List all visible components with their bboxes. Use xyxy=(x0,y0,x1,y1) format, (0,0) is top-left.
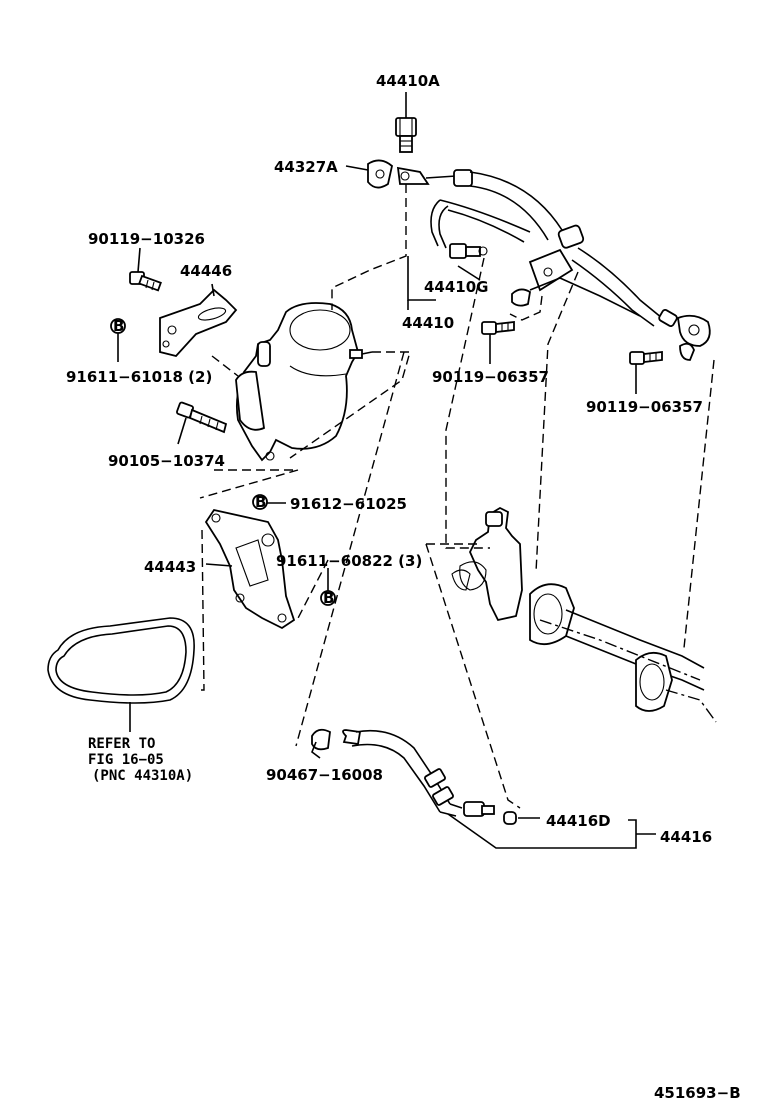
return-hose-44416 xyxy=(342,729,656,849)
nut-marker-91612-61025: B xyxy=(252,493,286,511)
steering-gear-rack xyxy=(451,506,717,723)
label-44443: 44443 xyxy=(144,558,196,576)
label-90119-10326: 90119−10326 xyxy=(88,230,205,248)
label-44416: 44416 xyxy=(660,828,712,846)
assembly-lines xyxy=(196,184,715,809)
pressure-hose-44410 xyxy=(396,166,711,347)
union-bolt-44410G xyxy=(449,243,488,281)
label-90119-06357-b: 90119−06357 xyxy=(586,398,703,416)
svg-text:B: B xyxy=(323,589,334,607)
label-90119-06357-a: 90119−06357 xyxy=(432,368,549,386)
svg-text:B: B xyxy=(113,317,124,335)
clamp-44327A xyxy=(345,159,393,189)
figure-id: 451693−B xyxy=(654,1084,741,1102)
bolt-90119-06357-b xyxy=(629,342,695,394)
label-44416D: 44416D xyxy=(546,812,611,830)
refer-line-2: FIG 16−05 xyxy=(88,752,164,768)
svg-text:B: B xyxy=(255,493,266,511)
label-91611-61018: 91611−61018 (2) xyxy=(66,368,212,386)
label-44327A: 44327A xyxy=(274,158,338,176)
v-belt xyxy=(47,617,195,732)
power-steering-pump xyxy=(235,302,373,462)
bracket-44446 xyxy=(159,283,238,358)
label-44410G: 44410G xyxy=(424,278,489,296)
label-44410: 44410 xyxy=(402,314,454,332)
refer-line-3: (PNC 44310A) xyxy=(92,768,193,784)
bracket-44443 xyxy=(204,508,296,630)
pipe-44416D xyxy=(503,811,540,825)
label-91612-61025: 91612−61025 xyxy=(290,495,407,513)
clip-90467-16008 xyxy=(311,728,331,759)
bolt-90105-10374 xyxy=(176,401,228,445)
bolt-90119-10326 xyxy=(129,247,162,292)
label-44446: 44446 xyxy=(180,262,232,280)
nut-marker-91611-61018: B xyxy=(110,317,126,362)
label-44410A: 44410A xyxy=(376,72,440,90)
label-90105-10374: 90105−10374 xyxy=(108,452,225,470)
refer-line-1: REFER TO xyxy=(88,736,155,752)
union-bolt-44410A xyxy=(395,92,417,153)
label-91611-60822: 91611−60822 (3) xyxy=(276,552,422,570)
bolt-90119-06357-a xyxy=(481,320,515,364)
nut-marker-91611-60822: B xyxy=(320,568,336,607)
label-90467-16008: 90467−16008 xyxy=(266,766,383,784)
